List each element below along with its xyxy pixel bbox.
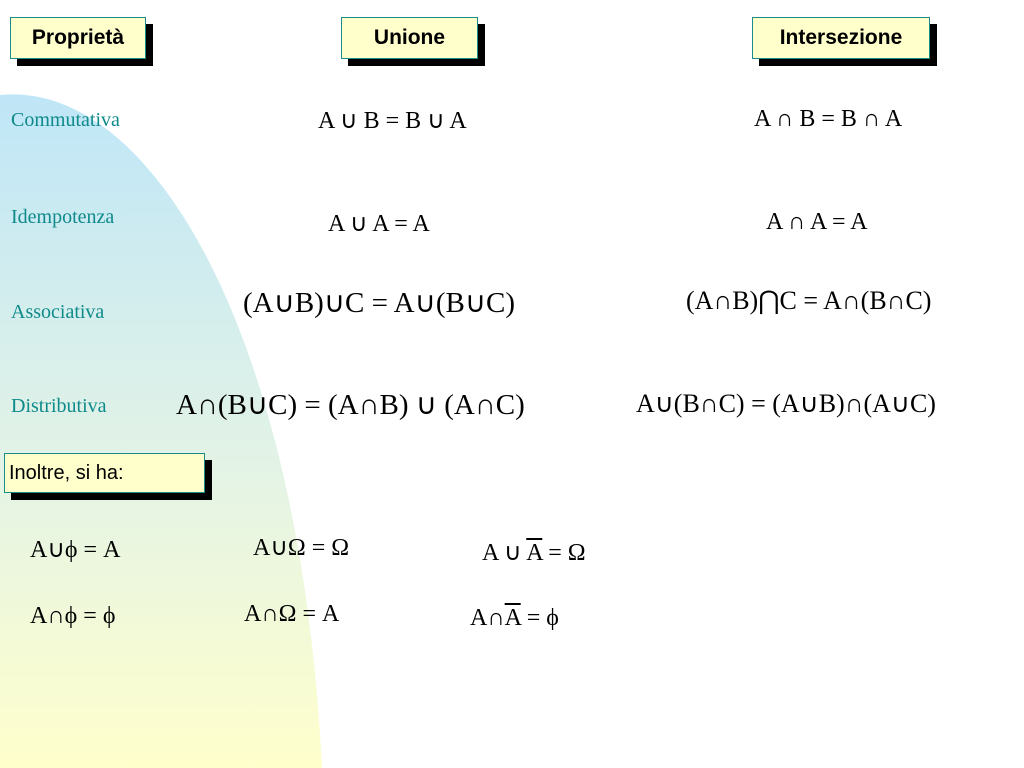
header-intersezione: Intersezione: [752, 17, 930, 59]
union-complement-right: = Ω: [542, 540, 586, 566]
formula-union-complement: A ∪ A = Ω: [482, 538, 586, 567]
label-associativa: Associativa: [11, 301, 105, 323]
formula-inter-empty: A∩ϕ = ϕ: [30, 603, 116, 629]
formula-inter-distributiva: A∪(B∩C) = (A∪B)∩(A∪C): [636, 389, 936, 418]
union-complement-left: A ∪: [482, 540, 527, 566]
formula-union-idempotenza: A ∪ A = A: [328, 211, 430, 237]
inter-complement-left: A∩: [470, 605, 505, 631]
header-proprieta-text: Proprietà: [31, 26, 125, 49]
formula-union-omega: A∪Ω = Ω: [253, 535, 350, 561]
extra-label-text: Inoltre, si ha:: [9, 461, 124, 484]
inter-complement-right: = ϕ: [520, 605, 559, 631]
header-proprieta: Proprietà: [10, 17, 146, 59]
formula-union-associativa: (A∪B)∪C = A∪(B∪C): [243, 287, 516, 319]
formula-inter-omega: A∩Ω = A: [244, 601, 340, 627]
formula-inter-associativa: (A∩B)⋂C = A∩(B∩C): [686, 286, 932, 315]
formula-union-distributiva: A∩(B∪C) = (A∩B) ∪ (A∩C): [176, 389, 525, 421]
label-commutativa: Commutativa: [11, 109, 120, 131]
label-distributiva: Distributiva: [11, 395, 107, 417]
label-idempotenza: Idempotenza: [11, 206, 115, 228]
extra-label-box: Inoltre, si ha:: [4, 453, 205, 493]
header-intersezione-text: Intersezione: [779, 26, 903, 49]
header-unione: Unione: [341, 17, 478, 59]
inter-complement-bar: A: [504, 605, 521, 631]
formula-union-empty: A∪ϕ = A: [30, 537, 121, 563]
formula-inter-commutativa: A ∩ B = B ∩ A: [754, 106, 903, 132]
formula-inter-idempotenza: A ∩ A = A: [766, 209, 868, 235]
formula-inter-complement: A∩A = ϕ: [470, 605, 559, 632]
union-complement-bar: A: [526, 540, 543, 566]
formula-union-commutativa: A ∪ B = B ∪ A: [318, 108, 467, 134]
header-unione-text: Unione: [373, 26, 446, 49]
